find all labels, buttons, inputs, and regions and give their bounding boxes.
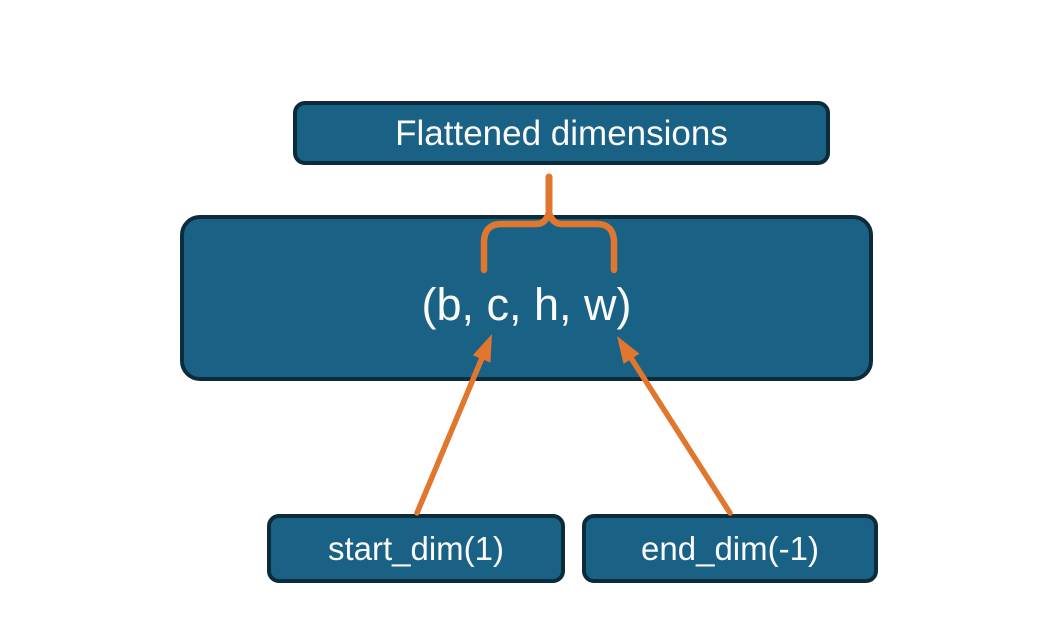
tensor-shape-label: (b, c, h, w) <box>421 278 632 330</box>
flattened-dimensions-box: Flattened dimensions <box>293 101 830 165</box>
end-dim-arrow-line <box>628 356 733 516</box>
end-dim-label: end_dim(-1) <box>641 530 819 567</box>
start-dim-arrow-line <box>414 356 485 516</box>
flattened-dimensions-label: Flattened dimensions <box>395 113 728 153</box>
tensor-shape-box: (b, c, h, w) <box>180 215 873 381</box>
start-dim-box: start_dim(1) <box>267 514 565 583</box>
start-dim-label: start_dim(1) <box>327 530 505 567</box>
end-dim-box: end_dim(-1) <box>582 514 878 583</box>
